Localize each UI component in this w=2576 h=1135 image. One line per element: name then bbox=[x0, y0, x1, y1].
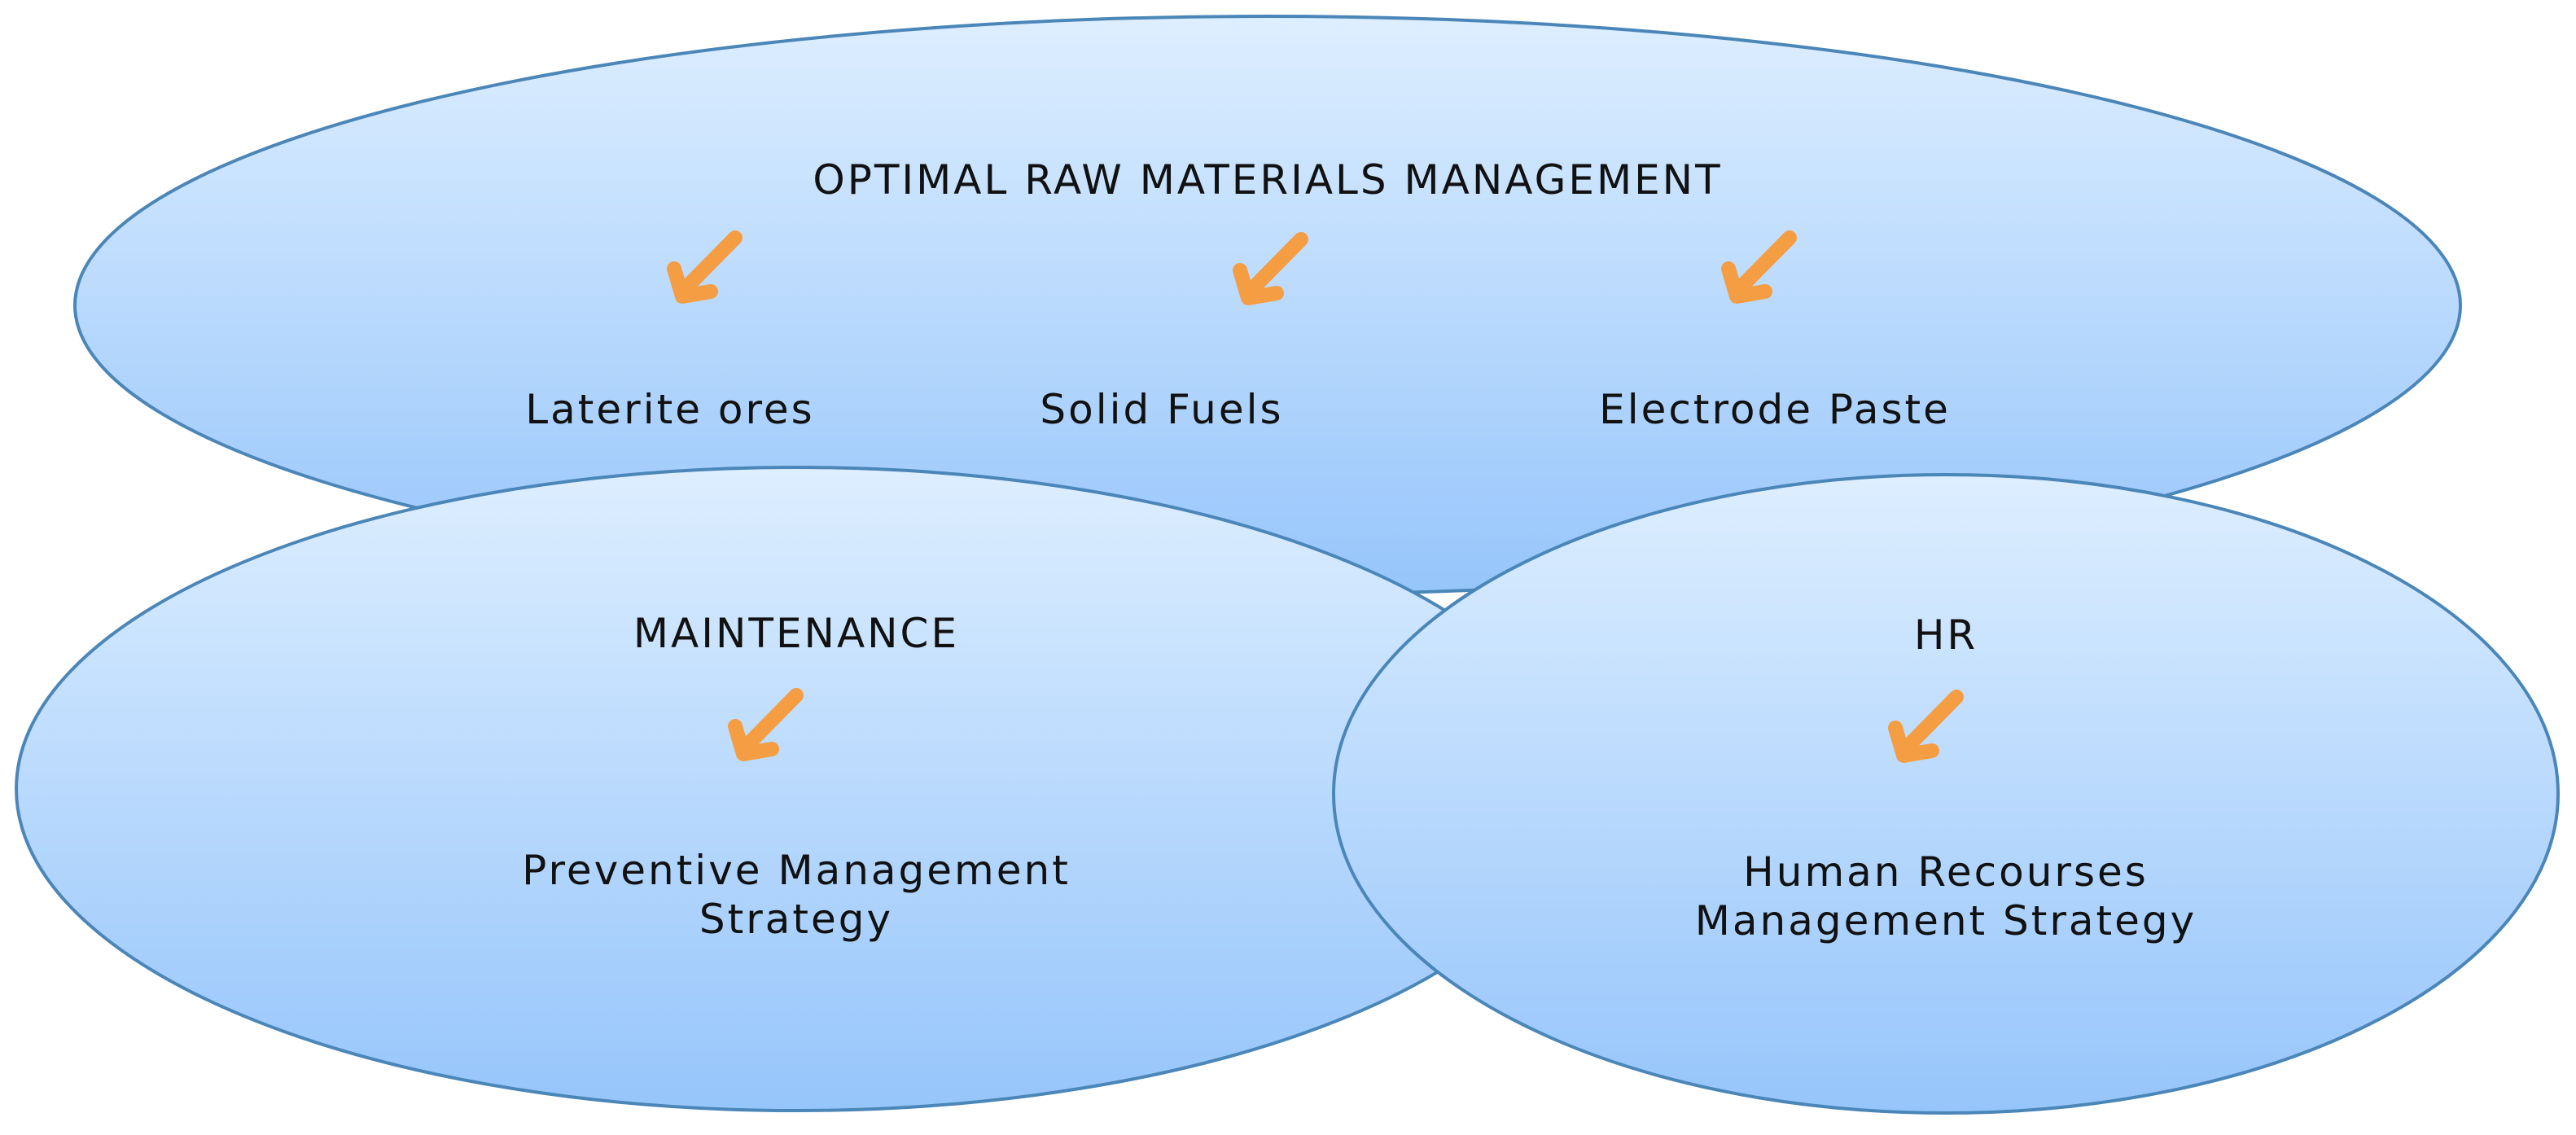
maintenance-item-line2: Strategy bbox=[699, 896, 893, 943]
maintenance-group: MAINTENANCE Preventive Management Strate… bbox=[15, 466, 1578, 1112]
hr-title: HR bbox=[1914, 611, 1978, 659]
hr-ellipse bbox=[1332, 473, 2560, 1115]
hr-group: HR Human Recourses Management Strategy bbox=[1332, 473, 2560, 1115]
raw-materials-title: OPTIMAL RAW MATERIALS MANAGEMENT bbox=[813, 156, 1722, 204]
raw-material-item-laterite-ores: Laterite ores bbox=[525, 386, 814, 433]
hr-item-line2: Management Strategy bbox=[1695, 897, 2197, 944]
hr-item-line1: Human Recourses bbox=[1743, 848, 2149, 896]
raw-material-item-solid-fuels: Solid Fuels bbox=[1040, 386, 1283, 433]
raw-materials-group: OPTIMAL RAW MATERIALS MANAGEMENT Laterit… bbox=[73, 15, 2462, 596]
maintenance-title: MAINTENANCE bbox=[633, 610, 959, 657]
maintenance-item-line1: Preventive Management bbox=[522, 847, 1071, 894]
raw-material-item-electrode-paste: Electrode Paste bbox=[1599, 386, 1951, 433]
